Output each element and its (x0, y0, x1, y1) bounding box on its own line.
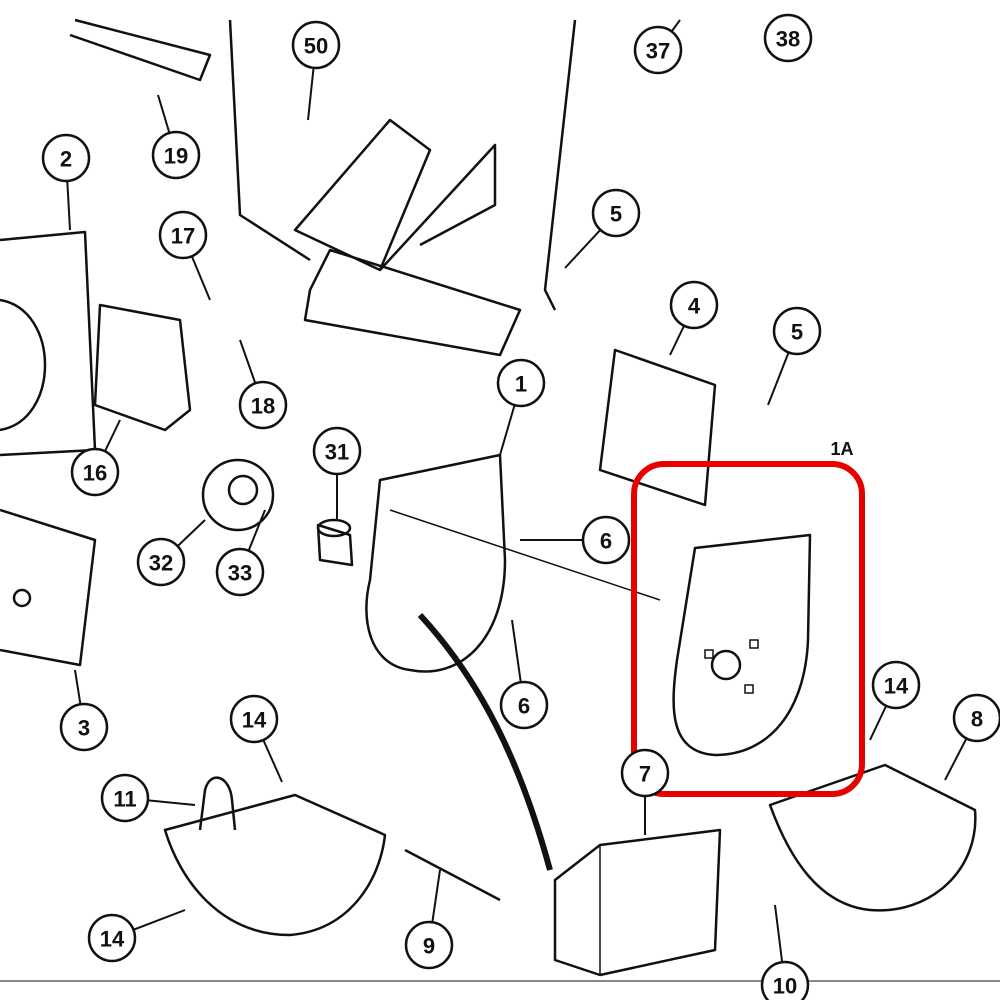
callout-11: 11 (100, 773, 196, 823)
callout-14: 14 (87, 909, 186, 963)
housing-1a (672, 533, 812, 757)
callout-label: 6 (518, 694, 530, 719)
callout-circle (70, 447, 120, 497)
callout-circle (499, 680, 549, 730)
callout-label: 31 (325, 440, 349, 465)
sprocket-32 (201, 458, 275, 532)
top-rail (69, 18, 212, 82)
callout-label: 14 (242, 708, 267, 733)
callout-18: 18 (238, 339, 288, 430)
callout-circle (669, 280, 719, 330)
callout-3: 3 (59, 669, 109, 752)
callout-10: 10 (760, 904, 810, 1000)
callout-label: 10 (773, 974, 797, 999)
cover-16 (93, 303, 192, 432)
callout-4: 4 (669, 280, 719, 356)
callout-circle (772, 306, 822, 356)
callout-38: 38 (763, 13, 813, 63)
callout-label: 4 (688, 294, 701, 319)
callout-17: 17 (158, 210, 211, 301)
callout-circle (59, 702, 109, 752)
callout-1: 1 (496, 358, 546, 456)
highlight-box (631, 461, 865, 797)
chute-bracket (228, 19, 577, 357)
callout-circle (87, 913, 137, 963)
callout-14: 14 (229, 694, 283, 783)
callout-50: 50 (291, 20, 341, 121)
callout-circle (136, 537, 186, 587)
callout-32: 32 (136, 519, 206, 587)
callout-8: 8 (944, 693, 1000, 781)
callout-label: 37 (646, 39, 670, 64)
callout-label: 6 (600, 529, 612, 554)
callout-label: 7 (639, 762, 651, 787)
callout-label: 5 (791, 320, 803, 345)
callout-label: 1 (515, 372, 527, 397)
callout-6: 6 (499, 619, 549, 730)
callout-circle (100, 773, 150, 823)
callout-37: 37 (633, 19, 683, 75)
callout-label: 2 (60, 147, 72, 172)
callout-circle (633, 25, 683, 75)
callout-label: 19 (164, 144, 188, 169)
callout-circle (151, 130, 201, 180)
plate-3 (0, 508, 97, 667)
callout-circle (952, 693, 1000, 743)
housing-1 (365, 453, 661, 673)
callout-5: 5 (564, 188, 641, 269)
callout-16: 16 (70, 419, 121, 497)
callout-label: 17 (171, 224, 195, 249)
callout-2: 2 (41, 133, 91, 231)
callout-label: 50 (304, 34, 328, 59)
callout-circle (215, 547, 265, 597)
callout-label: 11 (113, 787, 136, 812)
callout-label: 9 (423, 934, 435, 959)
callout-circle (291, 20, 341, 70)
pan-8 (768, 763, 977, 912)
plate-4 (598, 348, 717, 507)
callout-circle (871, 660, 921, 710)
callout-31: 31 (312, 426, 362, 520)
rod-9 (404, 848, 501, 902)
callout-label: 18 (251, 394, 275, 419)
callout-33: 33 (215, 509, 266, 597)
callout-circle (229, 694, 279, 744)
callout-label: 3 (78, 716, 90, 741)
callout-label: 32 (149, 551, 173, 576)
bushing-31 (316, 518, 354, 567)
callout-circle (763, 13, 813, 63)
callout-circle (581, 515, 631, 565)
callout-5: 5 (767, 306, 822, 406)
callout-label: 5 (610, 202, 622, 227)
pan-11 (163, 776, 387, 937)
callout-circle (620, 748, 670, 798)
callout-circle (41, 133, 91, 183)
callout-label: 14 (884, 674, 909, 699)
callout-label: 14 (100, 927, 125, 952)
callout-circle (591, 188, 641, 238)
callout-circle (312, 426, 362, 476)
callout-19: 19 (151, 94, 201, 180)
callout-label: 8 (971, 707, 983, 732)
side-plate-2 (0, 230, 97, 457)
callout-circle (158, 210, 208, 260)
callout-label: 16 (83, 461, 107, 486)
box-7 (553, 828, 722, 977)
callout-circle (238, 380, 288, 430)
callout-9: 9 (404, 869, 454, 970)
callout-circle (404, 920, 454, 970)
callout-6: 6 (520, 515, 631, 565)
callout-14: 14 (869, 660, 921, 741)
callout-circle (760, 960, 810, 1000)
callout-label: 33 (228, 561, 252, 586)
callout-circle (496, 358, 546, 408)
callout-label: 38 (776, 27, 800, 52)
callout-1a: 1A (830, 439, 853, 459)
callout-7: 7 (620, 748, 670, 835)
